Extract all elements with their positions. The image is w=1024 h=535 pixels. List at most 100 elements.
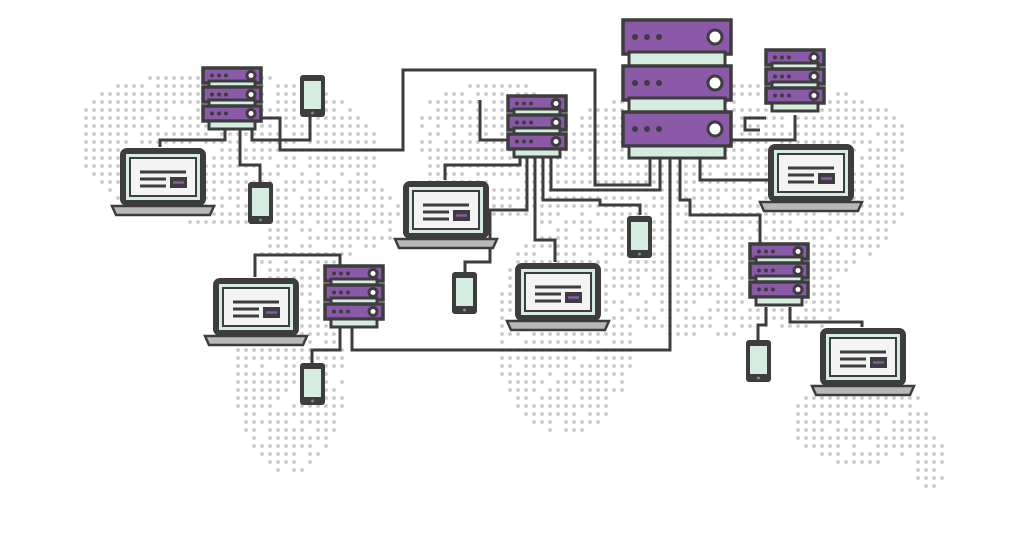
map-dot (500, 300, 504, 304)
map-dot (500, 212, 504, 216)
map-dot (660, 196, 664, 200)
map-dot (716, 204, 720, 208)
map-dot (212, 220, 216, 224)
map-dot (92, 164, 96, 168)
map-dot (924, 420, 928, 424)
map-dot (500, 92, 504, 96)
map-dot (756, 124, 760, 128)
map-dot (244, 220, 248, 224)
power-button-icon (245, 89, 257, 100)
map-dot (708, 260, 712, 264)
map-dot (452, 140, 456, 144)
map-dot (676, 236, 680, 240)
map-dot (588, 404, 592, 408)
map-dot (644, 316, 648, 320)
map-dot (300, 212, 304, 216)
map-dot (324, 180, 328, 184)
map-dot (572, 404, 576, 408)
map-dot (644, 308, 648, 312)
map-dot (828, 244, 832, 248)
map-dot (100, 148, 104, 152)
map-dot (828, 212, 832, 216)
map-dot (436, 124, 440, 128)
map-dot (228, 220, 232, 224)
map-dot (852, 140, 856, 144)
map-dot (276, 92, 280, 96)
map-dot (916, 468, 920, 472)
map-dot (252, 388, 256, 392)
map-dot (700, 284, 704, 288)
map-dot (220, 164, 224, 168)
map-dot (564, 372, 568, 376)
map-dot (796, 140, 800, 144)
map-dot (492, 196, 496, 200)
map-dot (348, 108, 352, 112)
map-dot (716, 260, 720, 264)
map-dot (124, 108, 128, 112)
server (201, 66, 263, 131)
map-dot (492, 148, 496, 152)
map-dot (692, 284, 696, 288)
map-dot (852, 236, 856, 240)
map-dot (772, 132, 776, 136)
map-dot (284, 108, 288, 112)
map-dot (636, 292, 640, 296)
map-dot (892, 132, 896, 136)
map-dot (764, 196, 768, 200)
map-dot (636, 260, 640, 264)
power-button-icon (550, 98, 562, 109)
map-dot (708, 284, 712, 288)
map-dot (772, 236, 776, 240)
map-dot (532, 260, 536, 264)
map-dot (548, 340, 552, 344)
map-dot (652, 324, 656, 328)
map-dot (748, 156, 752, 160)
map-dot (732, 228, 736, 232)
map-dot (724, 188, 728, 192)
map-dot (220, 212, 224, 216)
map-dot (284, 268, 288, 272)
map-dot (268, 444, 272, 448)
map-dot (716, 228, 720, 232)
map-dot (348, 116, 352, 120)
map-dot (876, 188, 880, 192)
map-dot (572, 244, 576, 248)
map-dot (876, 172, 880, 176)
map-dot (436, 108, 440, 112)
map-dot (724, 260, 728, 264)
map-dot (812, 444, 816, 448)
map-dot (332, 156, 336, 160)
map-dot (284, 356, 288, 360)
server-base (627, 144, 727, 160)
map-dot (588, 148, 592, 152)
map-dot (348, 252, 352, 256)
map-dot (620, 356, 624, 360)
map-dot (700, 252, 704, 256)
map-dot (884, 172, 888, 176)
map-dot (724, 220, 728, 224)
map-dot (580, 260, 584, 264)
map-dot (868, 396, 872, 400)
map-dot (876, 428, 880, 432)
map-dot (828, 124, 832, 128)
map-dot (356, 228, 360, 232)
map-dot (692, 324, 696, 328)
map-dot (732, 108, 736, 112)
map-dot (316, 332, 320, 336)
map-dot (812, 220, 816, 224)
map-dot (620, 372, 624, 376)
map-dot (276, 108, 280, 112)
map-dot (764, 212, 768, 216)
map-dot (780, 220, 784, 224)
map-dot (604, 244, 608, 248)
map-dot (196, 132, 200, 136)
map-dot (692, 292, 696, 296)
map-dot (284, 260, 288, 264)
map-dot (460, 100, 464, 104)
laptop-base (203, 334, 309, 347)
laptop-base (505, 319, 611, 332)
map-dot (620, 388, 624, 392)
map-dot (708, 268, 712, 272)
map-dot (620, 196, 624, 200)
map-dot (548, 364, 552, 368)
